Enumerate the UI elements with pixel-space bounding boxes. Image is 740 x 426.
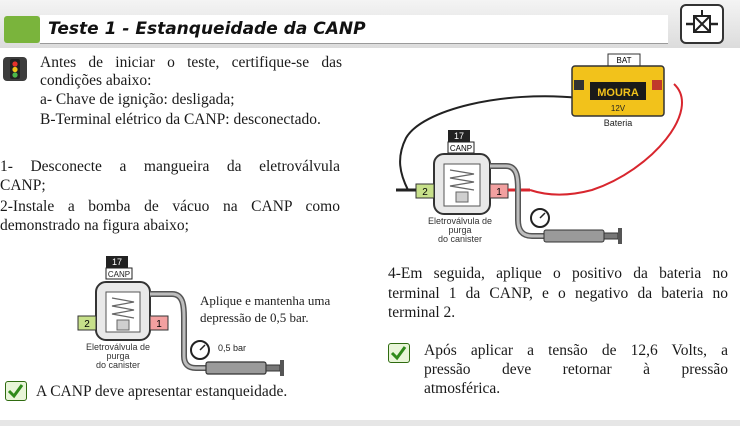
terminal-1-label: 1 bbox=[496, 187, 502, 198]
valve-caption: do canister bbox=[96, 360, 140, 370]
canister-valve-icon bbox=[680, 4, 724, 44]
negative-wire bbox=[399, 95, 581, 191]
terminal-2-label: 2 bbox=[84, 319, 90, 330]
checkmark-icon bbox=[388, 343, 410, 363]
instruction-note: depressão de 0,5 bar. bbox=[200, 310, 309, 325]
vacuum-pump bbox=[205, 361, 267, 375]
battery-test-diagram: BAT MOURA 12V Bateria 17 CANP 2 1 Eletro… bbox=[396, 53, 683, 244]
step-line: terminal 2. bbox=[388, 304, 456, 321]
instruction-note: Aplique e mantenha uma bbox=[200, 293, 331, 308]
terminal-1-label: 1 bbox=[156, 319, 162, 330]
traffic-light-icon bbox=[3, 57, 27, 81]
battery-voltage: 12V bbox=[611, 104, 626, 113]
check-result: A CANP deve apresentar estanqueidade. bbox=[36, 383, 288, 400]
step-line: terminal 1 da CANP, e o negativo da bate… bbox=[388, 285, 728, 302]
bottom-strip bbox=[0, 420, 740, 426]
canp-badge bbox=[105, 267, 133, 280]
warning-line: B-Terminal elétrico da CANP: desconectad… bbox=[40, 111, 321, 128]
step-line: 1- Desconecte a mangueira da eletroválvu… bbox=[0, 158, 340, 175]
terminal-1 bbox=[149, 315, 169, 331]
part-number: 17 bbox=[454, 131, 464, 141]
part-number-tag bbox=[106, 256, 128, 268]
vacuum-pump bbox=[543, 229, 605, 243]
canp-badge-label: CANP bbox=[450, 144, 472, 153]
check-result: atmosférica. bbox=[424, 380, 501, 397]
canp-badge-label: CANP bbox=[108, 270, 130, 279]
battery-tag-label: BAT bbox=[617, 56, 632, 65]
step-line: CANP; bbox=[0, 177, 46, 194]
valve-caption: purga bbox=[106, 351, 129, 361]
battery-brand: MOURA bbox=[597, 87, 639, 99]
title-bar bbox=[40, 15, 668, 44]
valve-caption: purga bbox=[448, 225, 471, 235]
step-line: 4-Em seguida, aplique o positivo da bate… bbox=[388, 265, 728, 282]
part-number-tag bbox=[448, 130, 470, 142]
warning-line: Antes de iniciar o teste, certifique-se … bbox=[40, 54, 342, 71]
terminal-2-label: 2 bbox=[422, 187, 428, 198]
page-title: Teste 1 - Estanqueidade da CANP bbox=[48, 19, 366, 39]
section-tab bbox=[4, 16, 40, 43]
positive-wire bbox=[529, 83, 683, 196]
valve-caption: Eletroválvula de bbox=[428, 216, 492, 226]
checkmark-icon bbox=[5, 381, 27, 401]
check-result: pressão deve retornar à pressão bbox=[424, 361, 728, 378]
part-number: 17 bbox=[112, 257, 122, 267]
check-result: Após aplicar a tensão de 12,6 Volts, a bbox=[424, 342, 728, 359]
valve-caption: Eletroválvula de bbox=[86, 342, 150, 352]
gauge-label: 0,5 bar bbox=[218, 343, 246, 353]
terminal-2 bbox=[77, 315, 97, 331]
valve-caption: do canister bbox=[438, 234, 482, 244]
warning-line: a- Chave de ignição: desligada; bbox=[40, 91, 235, 108]
battery-label: Bateria bbox=[604, 118, 633, 128]
vacuum-pump-diagram: 17 CANP 2 1 Eletroválvula de purga do ca… bbox=[77, 256, 331, 376]
warning-line: condições abaixo: bbox=[40, 72, 152, 89]
step-line: demonstrado na figura abaixo; bbox=[0, 217, 189, 234]
battery-brand-plate bbox=[590, 82, 646, 100]
step-line: 2-Instale a bomba de vácuo na CANP como bbox=[0, 198, 340, 215]
